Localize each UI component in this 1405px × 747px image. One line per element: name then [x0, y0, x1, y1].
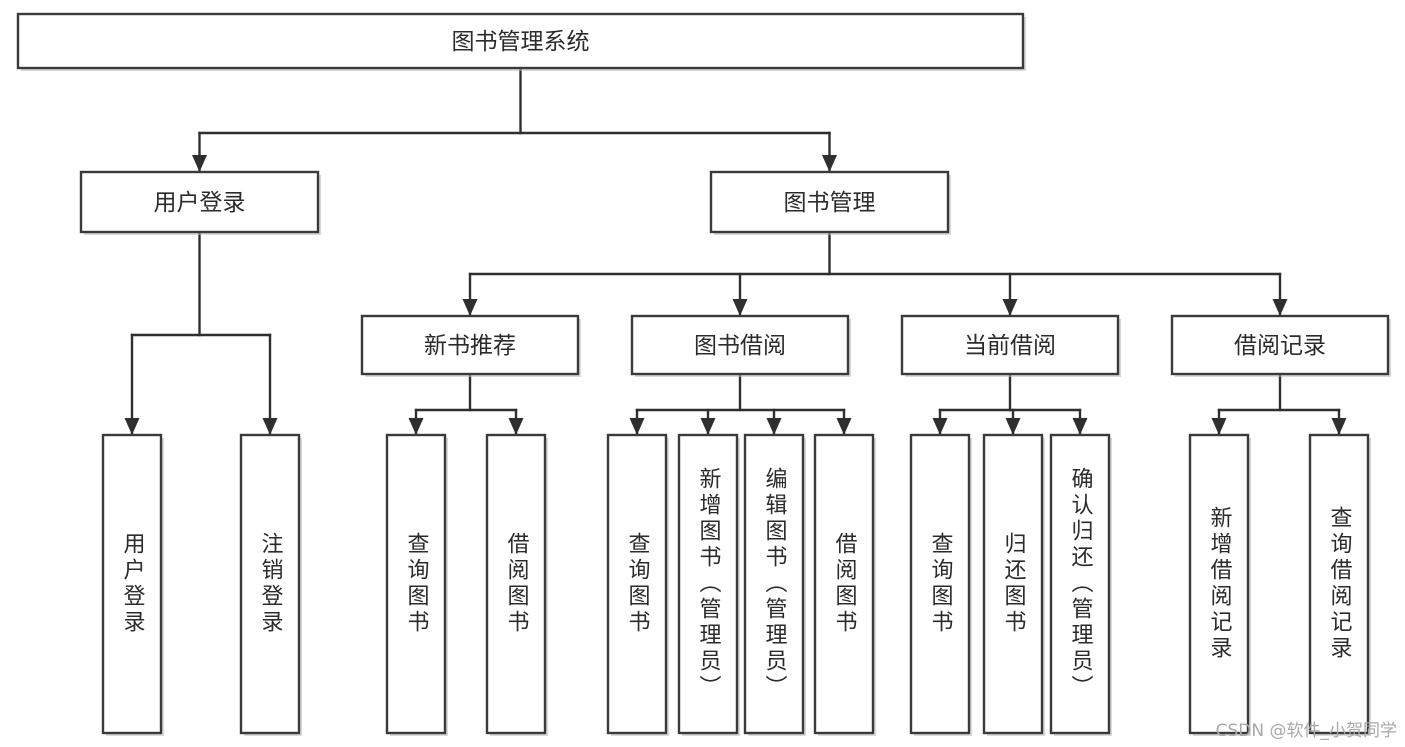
connector-arrow-icon [462, 299, 478, 316]
node-label-leaf-query-book-recommend: 查询图书 [404, 532, 430, 636]
node-box-leaf-query-borrow-record[interactable] [1308, 433, 1370, 735]
connector-arrow-icon [822, 155, 837, 172]
node-label-leaf-query-borrow-record: 查询借阅记录 [1327, 506, 1353, 662]
node-user-login[interactable]: 用户登录 [79, 170, 321, 235]
node-box-user-login[interactable] [79, 170, 320, 234]
connector-group-new-book-recommend [408, 372, 524, 437]
connector-group-current-borrow [932, 372, 1088, 437]
node-box-book-borrow[interactable] [630, 314, 850, 376]
node-borrow-records[interactable]: 借阅记录 [1170, 314, 1391, 377]
connector-arrow-icon [508, 418, 524, 435]
connector-group-user-login [124, 230, 278, 437]
connector-arrow-icon [124, 418, 140, 435]
node-box-new-book-recommend[interactable] [360, 314, 580, 376]
node-label-leaf-user-logout: 注销登录 [258, 532, 284, 636]
connector-arrow-icon [766, 418, 782, 435]
node-leaf-confirm-return-admin[interactable]: 确认归还（管理员） [1049, 433, 1112, 736]
node-box-leaf-user-logout[interactable] [239, 433, 301, 735]
node-box-leaf-add-book-admin[interactable] [677, 433, 739, 735]
node-leaf-query-book-recommend[interactable]: 查询图书 [385, 433, 448, 736]
connector-arrow-icon [262, 418, 278, 435]
node-leaf-add-borrow-record[interactable]: 新增借阅记录 [1188, 433, 1251, 736]
node-label-borrow-records: 借阅记录 [1234, 333, 1326, 359]
node-label-leaf-user-login: 用户登录 [120, 532, 146, 636]
connector-arrow-icon [629, 418, 645, 435]
node-box-book-management[interactable] [709, 170, 950, 234]
connector-layer [124, 66, 1347, 437]
node-box-leaf-add-borrow-record[interactable] [1188, 433, 1250, 735]
connector-arrow-icon [192, 155, 207, 172]
connector-group-borrow-records [1211, 372, 1347, 437]
node-box-leaf-edit-book-admin[interactable] [743, 433, 805, 735]
connector-arrow-icon [1002, 299, 1018, 316]
node-leaf-edit-book-admin[interactable]: 编辑图书（管理员） [743, 433, 806, 736]
node-box-current-borrow[interactable] [900, 314, 1120, 376]
node-box-leaf-query-book-recommend[interactable] [385, 433, 447, 735]
node-book-management[interactable]: 图书管理 [709, 170, 951, 235]
connector-group-root [192, 66, 837, 174]
csdn-watermark: CSDN @软件_小贺同学 [1215, 721, 1397, 741]
node-box-borrow-records[interactable] [1170, 314, 1390, 376]
node-leaf-query-borrow-record[interactable]: 查询借阅记录 [1308, 433, 1371, 736]
node-label-leaf-query-book-current: 查询图书 [928, 532, 954, 636]
node-leaf-query-book-borrow[interactable]: 查询图书 [606, 433, 669, 736]
node-box-leaf-user-login[interactable] [101, 433, 163, 735]
node-root[interactable]: 图书管理系统 [16, 12, 1026, 71]
node-leaf-borrow-book[interactable]: 借阅图书 [813, 433, 876, 736]
node-label-current-borrow: 当前借阅 [964, 333, 1056, 359]
node-box-leaf-confirm-return-admin[interactable] [1049, 433, 1111, 735]
node-box-leaf-borrow-book-recommend[interactable] [485, 433, 547, 735]
node-label-book-management: 图书管理 [784, 190, 876, 216]
node-label-leaf-add-book-admin: 新增图书（管理员） [696, 467, 722, 701]
node-label-leaf-query-book-borrow: 查询图书 [625, 532, 651, 636]
connector-arrow-icon [836, 418, 852, 435]
node-layer: 图书管理系统用户登录图书管理新书推荐图书借阅当前借阅借阅记录用户登录注销登录查询… [16, 12, 1391, 736]
node-label-leaf-confirm-return-admin: 确认归还（管理员） [1068, 467, 1094, 701]
node-label-user-login: 用户登录 [154, 190, 246, 216]
node-label-leaf-borrow-book: 借阅图书 [832, 532, 858, 636]
connector-group-book-management [462, 230, 1288, 318]
node-leaf-query-book-current[interactable]: 查询图书 [909, 433, 972, 736]
connector-arrow-icon [932, 418, 948, 435]
node-box-leaf-return-book[interactable] [982, 433, 1044, 735]
node-label-new-book-recommend: 新书推荐 [424, 333, 516, 359]
node-label-leaf-return-book: 归还图书 [1001, 532, 1027, 636]
node-book-borrow[interactable]: 图书借阅 [630, 314, 851, 377]
node-new-book-recommend[interactable]: 新书推荐 [360, 314, 581, 377]
node-leaf-user-login[interactable]: 用户登录 [101, 433, 164, 736]
connector-arrow-icon [1211, 418, 1227, 435]
node-box-leaf-borrow-book[interactable] [813, 433, 875, 735]
node-leaf-user-logout[interactable]: 注销登录 [239, 433, 302, 736]
connector-arrow-icon [1272, 299, 1288, 316]
node-leaf-borrow-book-recommend[interactable]: 借阅图书 [485, 433, 548, 736]
node-label-leaf-borrow-book-recommend: 借阅图书 [504, 532, 530, 636]
connector-arrow-icon [1331, 418, 1347, 435]
node-label-leaf-edit-book-admin: 编辑图书（管理员） [762, 467, 788, 701]
node-label-leaf-add-borrow-record: 新增借阅记录 [1207, 506, 1233, 662]
connector-group-book-borrow [629, 372, 852, 437]
connector-arrow-icon [1072, 418, 1088, 435]
connector-arrow-icon [700, 418, 716, 435]
connector-arrow-icon [732, 299, 748, 316]
connector-arrow-icon [1005, 418, 1021, 435]
node-leaf-return-book[interactable]: 归还图书 [982, 433, 1045, 736]
node-box-root[interactable] [16, 12, 1025, 70]
node-label-root: 图书管理系统 [452, 29, 590, 55]
node-leaf-add-book-admin[interactable]: 新增图书（管理员） [677, 433, 740, 736]
node-label-book-borrow: 图书借阅 [694, 333, 786, 359]
connector-arrow-icon [408, 418, 424, 435]
node-box-leaf-query-book-current[interactable] [909, 433, 971, 735]
node-current-borrow[interactable]: 当前借阅 [900, 314, 1121, 377]
node-box-leaf-query-book-borrow[interactable] [606, 433, 668, 735]
